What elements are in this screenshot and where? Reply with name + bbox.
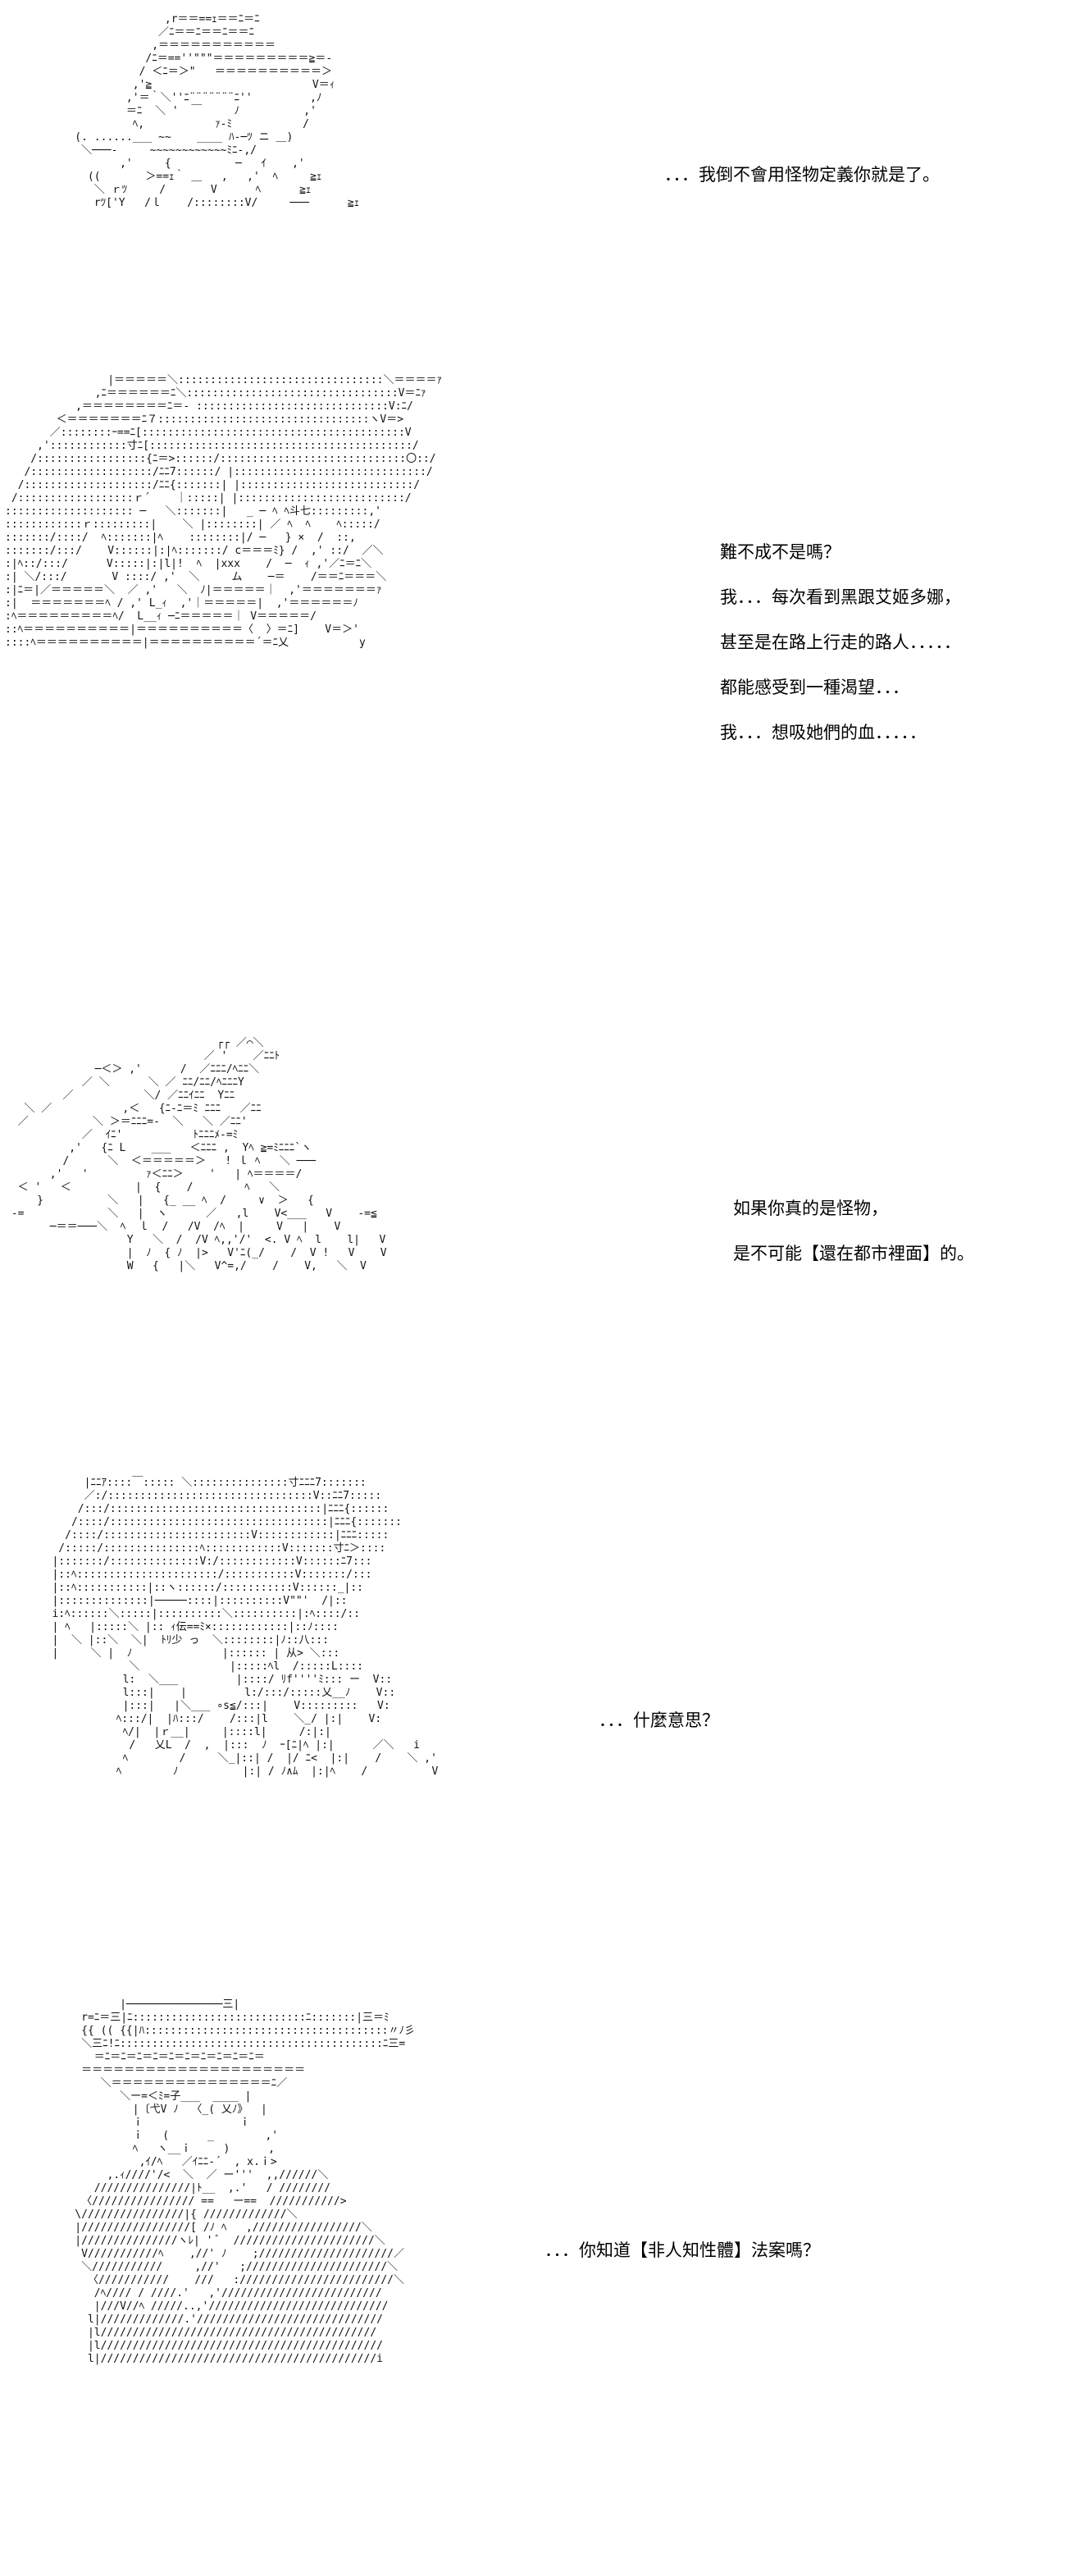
dialogue-panel-2: 難不成不是嗎？ 我．．．每次看到黑跟艾姬多娜， 甚至是在路上行走的路人．．．．．… [720, 530, 961, 756]
panel-5: |───────────────三| r=ﾆ＝三|ﾆ::::::::::::::… [0, 1985, 1066, 2576]
ascii-art-panel-5: |───────────────三| r=ﾆ＝三|ﾆ::::::::::::::… [75, 1998, 415, 2365]
panel-1: ,r＝＝==ｪ＝＝ﾆ＝ﾆ ／ﾆ＝＝ﾆ＝＝ﾆ＝＝ﾆ ,＝＝＝＝＝＝＝＝＝＝＝ /ﾆ… [0, 0, 1066, 361]
ascii-art-panel-4: |ﾆﾆｱ::::￣::::: ＼:::::::::::::::寸ﾆﾆﾆ7::::… [52, 1477, 439, 1778]
dialogue-line: 我．．．每次看到黑跟艾姬多娜， [720, 587, 961, 607]
panel-3: ┌┌ ／⌒＼ ／ ' ／ﾆﾆﾄ ─＜＞ ,' / ／ﾆﾆﾆ/ﾍﾆﾆ＼ ／ ＼ ＼… [0, 1017, 1066, 1460]
dialogue-panel-1: ．．．我倒不會用怪物定義你就是了。 [664, 162, 940, 187]
dialogue-line: 如果你真的是怪物， [733, 1199, 888, 1218]
dialogue-line: ．．．我倒不會用怪物定義你就是了。 [664, 165, 940, 185]
dialogue-line: ．．．什麼意思？ [599, 1710, 719, 1730]
ascii-art-panel-1: ,r＝＝==ｪ＝＝ﾆ＝ﾆ ／ﾆ＝＝ﾆ＝＝ﾆ＝＝ﾆ ,＝＝＝＝＝＝＝＝＝＝＝ /ﾆ… [75, 13, 360, 209]
dialogue-panel-3: 如果你真的是怪物， 是不可能【還在都市裡面】的。 [733, 1186, 974, 1277]
dialogue-line: 都能感受到一種渴望．．． [720, 678, 909, 697]
ascii-art-panel-2: |＝＝＝＝＝＼::::::::::::::::::::::::::::::::＼… [5, 374, 443, 649]
dialogue-line: 是不可能【還在都市裡面】的。 [733, 1244, 974, 1263]
panel-4: |ﾆﾆｱ::::￣::::: ＼:::::::::::::::寸ﾆﾆﾆ7::::… [0, 1460, 1066, 1985]
dialogue-panel-5: ．．．你知道【非人知性體】法案嗎？ [544, 2238, 820, 2263]
ascii-art-panel-3: ┌┌ ／⌒＼ ／ ' ／ﾆﾆﾄ ─＜＞ ,' / ／ﾆﾆﾆ/ﾍﾆﾆ＼ ／ ＼ ＼… [11, 1037, 387, 1272]
panel-2: |＝＝＝＝＝＼::::::::::::::::::::::::::::::::＼… [0, 361, 1066, 919]
dialogue-line: 甚至是在路上行走的路人．．．．． [720, 633, 961, 652]
dialogue-line: 難不成不是嗎？ [720, 542, 840, 562]
dialogue-line: ．．．你知道【非人知性體】法案嗎？ [544, 2240, 820, 2260]
dialogue-line: 我．．．想吸她們的血．．．．． [720, 723, 927, 742]
dialogue-panel-4: ．．．什麼意思？ [599, 1708, 719, 1733]
